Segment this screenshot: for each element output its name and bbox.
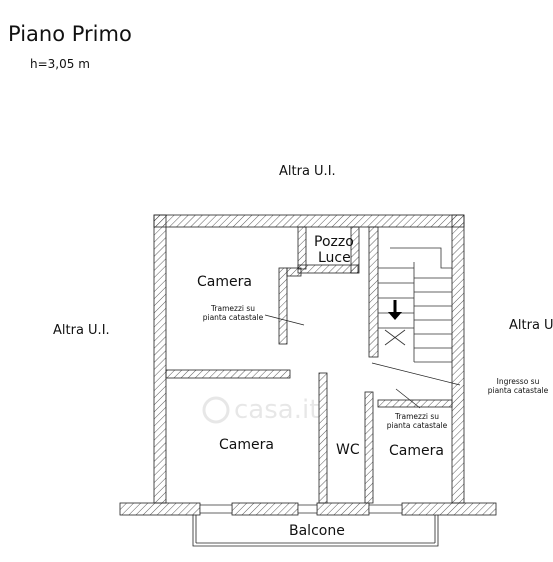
annotation-ingresso-line1: Ingresso su <box>496 377 540 386</box>
annotation-ingresso: Ingresso su pianta catastale <box>485 377 551 395</box>
down-arrow-icon <box>388 300 402 320</box>
interior-walls <box>165 226 453 504</box>
ceiling-height: h=3,05 m <box>30 57 90 71</box>
neighbor-top-label: Altra U.I. <box>279 164 336 179</box>
watermark-logo: casa.it <box>202 395 319 425</box>
room-pozzo-line2: Luce <box>318 250 351 266</box>
room-camera-bottom-right: Camera <box>389 443 444 459</box>
neighbor-right-label: Altra U <box>509 318 553 333</box>
annotation-tramezzi-2-line1: Tramezzi su <box>394 412 440 421</box>
room-balcone: Balcone <box>289 523 345 539</box>
watermark-text: casa.it <box>234 395 319 425</box>
annotation-tramezzi-2-line2: pianta catastale <box>386 421 448 430</box>
annotation-tramezzi-1-line1: Tramezzi su <box>210 304 256 313</box>
room-wc: WC <box>336 442 360 458</box>
annotation-ingresso-line2: pianta catastale <box>487 386 549 395</box>
annotation-leaders <box>264 314 461 409</box>
neighbor-left-label: Altra U.I. <box>53 323 110 338</box>
annotation-tramezzi-2: Tramezzi su pianta catastale <box>382 412 452 430</box>
room-camera-top-left: Camera <box>197 274 252 290</box>
room-camera-bottom-left: Camera <box>219 437 274 453</box>
annotation-tramezzi-1-line2: pianta catastale <box>202 313 264 322</box>
annotation-tramezzi-1: Tramezzi su pianta catastale <box>198 304 268 322</box>
balcony-outline <box>192 515 439 547</box>
outer-walls <box>119 214 497 516</box>
plan-title: Piano Primo <box>8 22 132 46</box>
staircase <box>378 247 452 363</box>
window-marks <box>199 504 403 514</box>
room-pozzo-line1: Pozzo <box>314 234 354 250</box>
